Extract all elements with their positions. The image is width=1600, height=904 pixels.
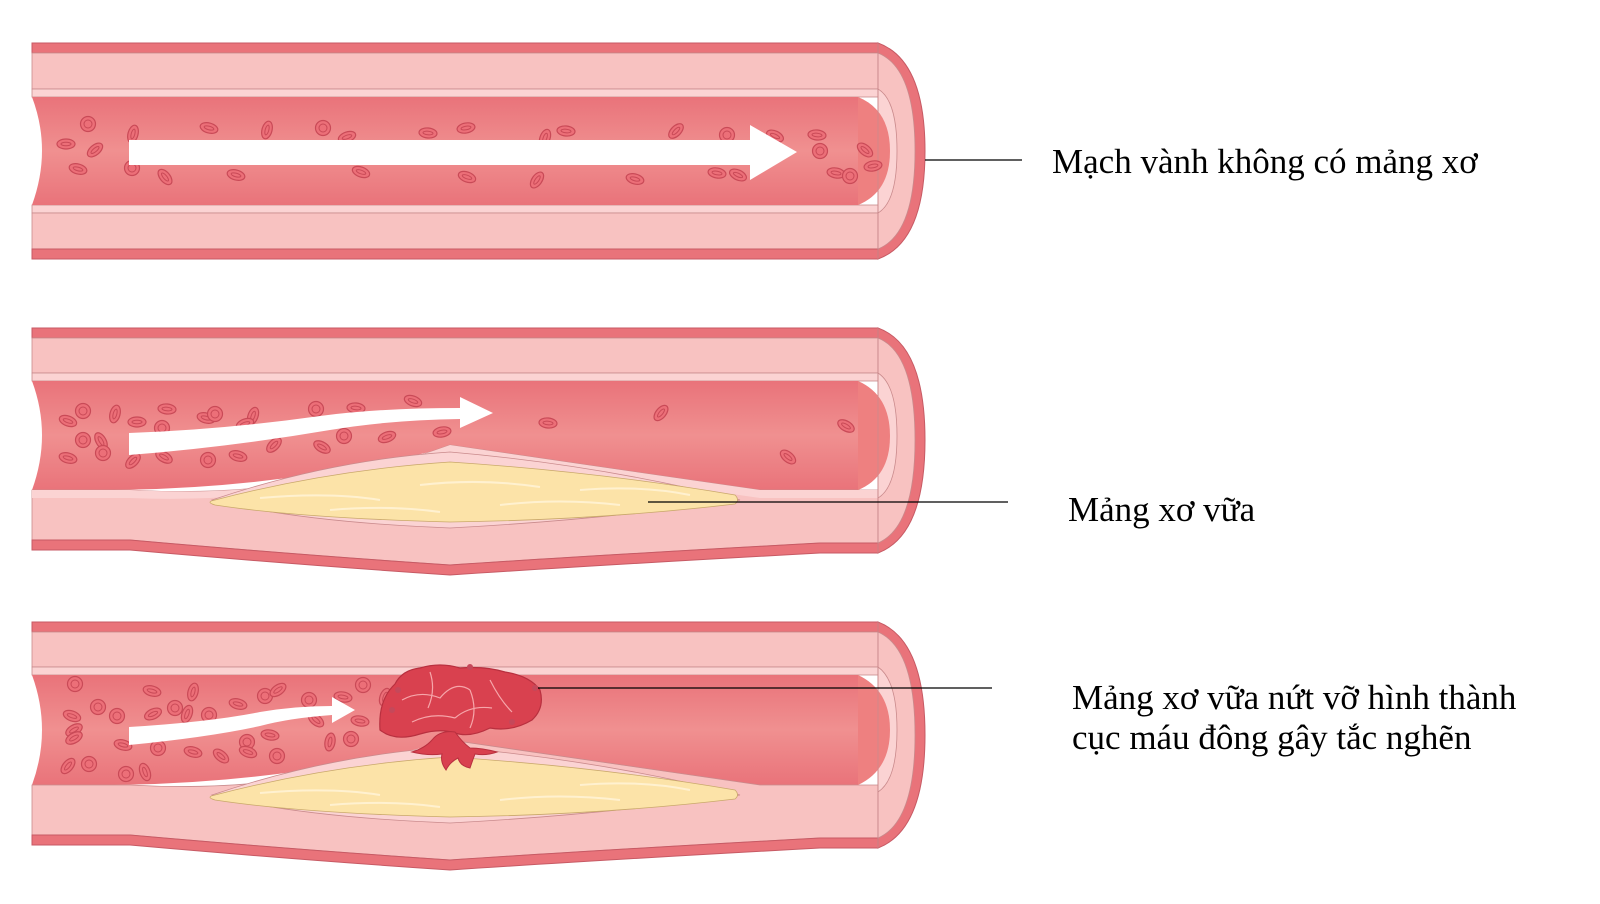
blood-flow-arrow — [129, 125, 797, 180]
atherosclerotic-plaque — [209, 461, 738, 523]
blood-flow-arrow — [129, 397, 493, 455]
label-ruptured-plaque-line-1: Mảng xơ vữa nứt vỡ hình thành — [1072, 678, 1517, 717]
artery-with-thrombus — [31, 621, 992, 871]
blood-flow-arrow — [129, 697, 355, 745]
blood-clot-thrombus — [379, 664, 542, 771]
label-normal-artery: Mạch vành không có mảng xơ — [1052, 142, 1478, 181]
label-ruptured-plaque: Mảng xơ vữa nứt vỡ hình thành cục máu đô… — [1072, 678, 1516, 758]
atherosclerotic-plaque — [209, 756, 738, 818]
artery-normal — [31, 42, 1022, 260]
artery-with-plaque — [31, 327, 1008, 576]
label-plaque: Mảng xơ vữa — [1068, 490, 1256, 529]
label-ruptured-plaque-line-2: cục máu đông gây tắc nghẽn — [1072, 718, 1472, 757]
